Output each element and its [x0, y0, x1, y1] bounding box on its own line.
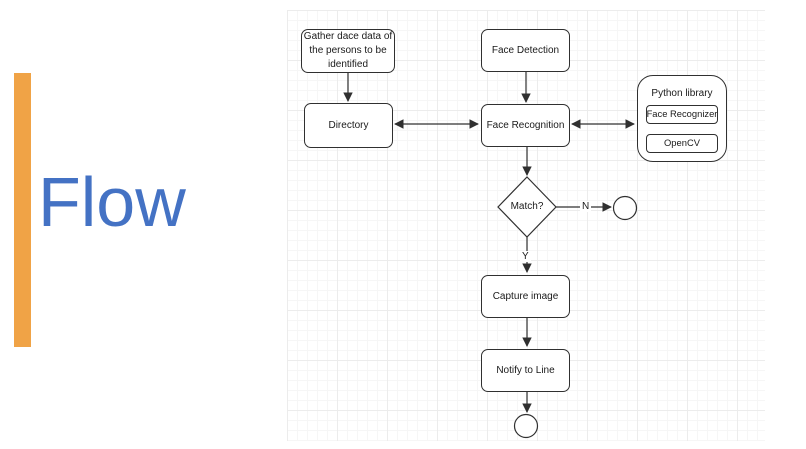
node-face-recognizer-label: Face Recognizer [646, 108, 718, 120]
node-capture-image-label: Capture image [492, 290, 559, 302]
node-face-recognizer: Face Recognizer [646, 105, 718, 124]
node-face-recognition-label: Face Recognition [486, 119, 565, 131]
edge-label-no: N [580, 201, 592, 212]
node-opencv: OpenCV [646, 134, 718, 153]
node-python-library-label: Python library [651, 88, 713, 99]
node-capture-image: Capture image [481, 275, 570, 318]
accent-bar [14, 73, 31, 347]
node-notify-to-line-label: Notify to Line [496, 364, 555, 376]
node-directory-label: Directory [328, 119, 369, 131]
node-face-recognition: Face Recognition [481, 104, 570, 147]
node-gather-face-data: Gather dace data of the persons to be id… [301, 29, 395, 73]
slide-title: Flow [38, 163, 186, 241]
node-face-detection-label: Face Detection [491, 44, 560, 56]
node-match-label: Match? [510, 201, 544, 212]
node-opencv-label: OpenCV [664, 137, 700, 149]
node-notify-to-line: Notify to Line [481, 349, 570, 392]
edge-label-yes: Y [520, 251, 531, 262]
node-directory: Directory [304, 103, 393, 148]
node-gather-label: Gather dace data of the persons to be id… [303, 31, 393, 70]
node-face-detection: Face Detection [481, 29, 570, 72]
